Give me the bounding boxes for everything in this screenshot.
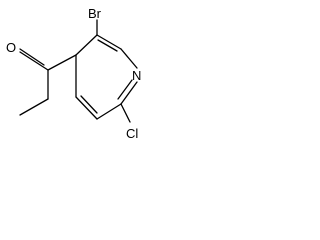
bond-c5-c4 bbox=[75, 96, 98, 120]
bond-c3-c2 bbox=[96, 34, 122, 50]
bond-c2-n1 bbox=[120, 48, 138, 69]
bond-c5-c4-double bbox=[80, 95, 98, 114]
bond-c3-c4 bbox=[75, 34, 98, 56]
nitrogen-label: N bbox=[132, 68, 141, 83]
bond-c3-c2-double bbox=[97, 39, 118, 52]
chlorine-label: Cl bbox=[126, 126, 138, 141]
atom-labels: Br O N Cl bbox=[6, 6, 141, 141]
oxygen-label: O bbox=[6, 40, 16, 55]
bond-n1-c6 bbox=[120, 81, 138, 105]
bond-carbonyl-o bbox=[19, 51, 49, 71]
bond-carbonyl-o-double bbox=[19, 48, 45, 66]
bond-c6-c5 bbox=[96, 103, 122, 120]
bond-c6-cl bbox=[120, 103, 131, 123]
bond-c4-carbonyl bbox=[47, 54, 77, 71]
bromine-label: Br bbox=[88, 6, 102, 21]
chemical-structure-diagram: Br O N Cl bbox=[6, 6, 141, 141]
bond-ch2-ch3 bbox=[19, 98, 49, 116]
bond-n1-c6-double bbox=[117, 79, 133, 100]
bond-lines bbox=[19, 19, 138, 123]
